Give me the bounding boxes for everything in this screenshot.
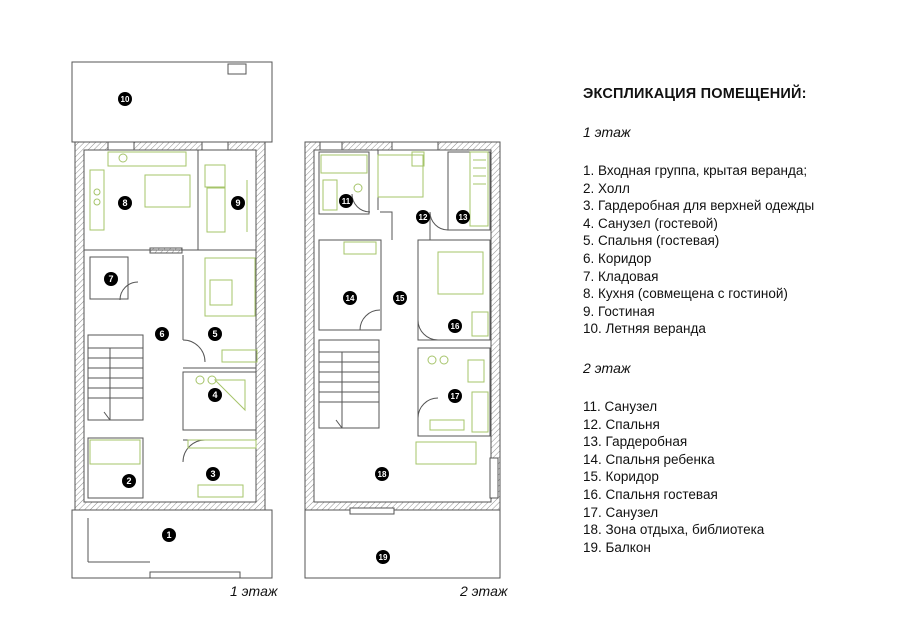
floor-1-furniture	[89, 151, 258, 498]
svg-text:2: 2	[126, 476, 131, 486]
room-marker-12: 12	[416, 210, 430, 224]
list-item: 4. Санузел (гостевой)	[583, 215, 718, 231]
bathroom-17	[417, 347, 491, 437]
list-item: 1. Входная группа, крытая веранда;	[583, 163, 808, 178]
room-marker-17: 17	[448, 389, 462, 403]
room-marker-18: 18	[375, 467, 389, 481]
guest-bedroom-16	[417, 239, 491, 341]
floor-1-plan	[71, 61, 273, 579]
list-item: 10. Летняя веранда	[583, 321, 706, 337]
room-marker-2: 2	[122, 474, 136, 488]
list-item: 8. Кухня (совмещена с гостиной)	[583, 286, 788, 302]
entrance-porch	[71, 509, 273, 579]
svg-text:18: 18	[378, 470, 387, 479]
svg-text:5: 5	[212, 329, 217, 339]
svg-text:17: 17	[451, 392, 460, 401]
svg-text:1: 1	[166, 530, 171, 540]
balcony	[304, 509, 501, 579]
svg-text:9: 9	[235, 198, 240, 208]
room-marker-13: 13	[456, 210, 470, 224]
floor-2-furniture	[320, 151, 489, 465]
room-marker-5: 5	[208, 327, 222, 341]
room-marker-19: 19	[376, 550, 390, 564]
list-item: 15. Коридор	[583, 469, 659, 485]
floor-2-stairs	[318, 339, 380, 429]
list-item: 11. Санузел	[583, 398, 658, 414]
room-marker-14: 14	[343, 291, 357, 305]
floor-1-interior	[83, 149, 257, 503]
legend-title: ЭКСПЛИКАЦИЯ ПОМЕЩЕНИЙ:	[583, 86, 807, 102]
floor-2-caption: 2 этаж	[460, 583, 508, 599]
room-marker-10: 10	[118, 92, 132, 106]
list-item: 7. Кладовая	[583, 268, 659, 284]
list-item: 17. Санузел	[583, 504, 659, 520]
bathroom-11	[318, 151, 370, 215]
room-marker-11: 11	[339, 194, 353, 208]
room-marker-9: 9	[231, 196, 245, 210]
svg-text:8: 8	[122, 198, 127, 208]
room-marker-3: 3	[206, 467, 220, 481]
svg-text:7: 7	[108, 274, 113, 284]
svg-text:13: 13	[459, 213, 468, 222]
svg-text:11: 11	[342, 197, 351, 206]
room-marker-16: 16	[448, 319, 462, 333]
svg-text:19: 19	[379, 553, 388, 562]
legend-floor-1-list: 1. Входная группа, крытая веранда; 2. Хо…	[583, 162, 893, 338]
list-item: 12. Спальня	[583, 416, 660, 432]
room-marker-15: 15	[393, 291, 407, 305]
veranda-step	[227, 63, 247, 75]
svg-text:15: 15	[396, 294, 405, 303]
legend-floor-2-list: 11. Санузел 12. Спальня 13. Гардеробная …	[583, 398, 893, 556]
list-item: 13. Гардеробная	[583, 434, 688, 450]
storage-door	[119, 281, 139, 301]
guest-wc	[182, 371, 257, 431]
list-item: 5. Спальня (гостевая)	[583, 233, 720, 249]
storage-room	[89, 256, 129, 300]
child-room	[318, 239, 382, 331]
svg-text:4: 4	[212, 390, 217, 400]
room-marker-7: 7	[104, 272, 118, 286]
list-item: 16. Спальня гостевая	[583, 486, 718, 502]
svg-text:14: 14	[346, 294, 355, 303]
legend-floor-1-heading: 1 этаж	[583, 124, 631, 140]
list-item: 9. Гостиная	[583, 303, 655, 319]
room-marker-4: 4	[208, 388, 222, 402]
list-item: 2. Холл	[583, 180, 630, 196]
svg-text:3: 3	[210, 469, 215, 479]
list-item: 19. Балкон	[583, 539, 651, 555]
svg-text:6: 6	[159, 329, 164, 339]
svg-text:12: 12	[419, 213, 428, 222]
list-item: 14. Спальня ребенка	[583, 451, 715, 467]
svg-text:10: 10	[121, 95, 130, 104]
room-marker-8: 8	[118, 196, 132, 210]
floor-1-caption: 1 этаж	[230, 583, 278, 599]
floor-1-stairs	[87, 334, 144, 421]
room-marker-6: 6	[155, 327, 169, 341]
room-marker-1: 1	[162, 528, 176, 542]
list-item: 18. Зона отдыха, библиотека	[583, 522, 765, 538]
legend-floor-2-heading: 2 этаж	[583, 359, 631, 376]
list-item: 6. Коридор	[583, 250, 652, 266]
list-item: 3. Гардеробная для верхней одежды	[583, 198, 815, 214]
svg-text:16: 16	[451, 322, 460, 331]
room-legend: ЭКСПЛИКАЦИЯ ПОМЕЩЕНИЙ: 1 этаж 1. Входная…	[583, 86, 893, 578]
wardrobe-13	[447, 151, 491, 231]
